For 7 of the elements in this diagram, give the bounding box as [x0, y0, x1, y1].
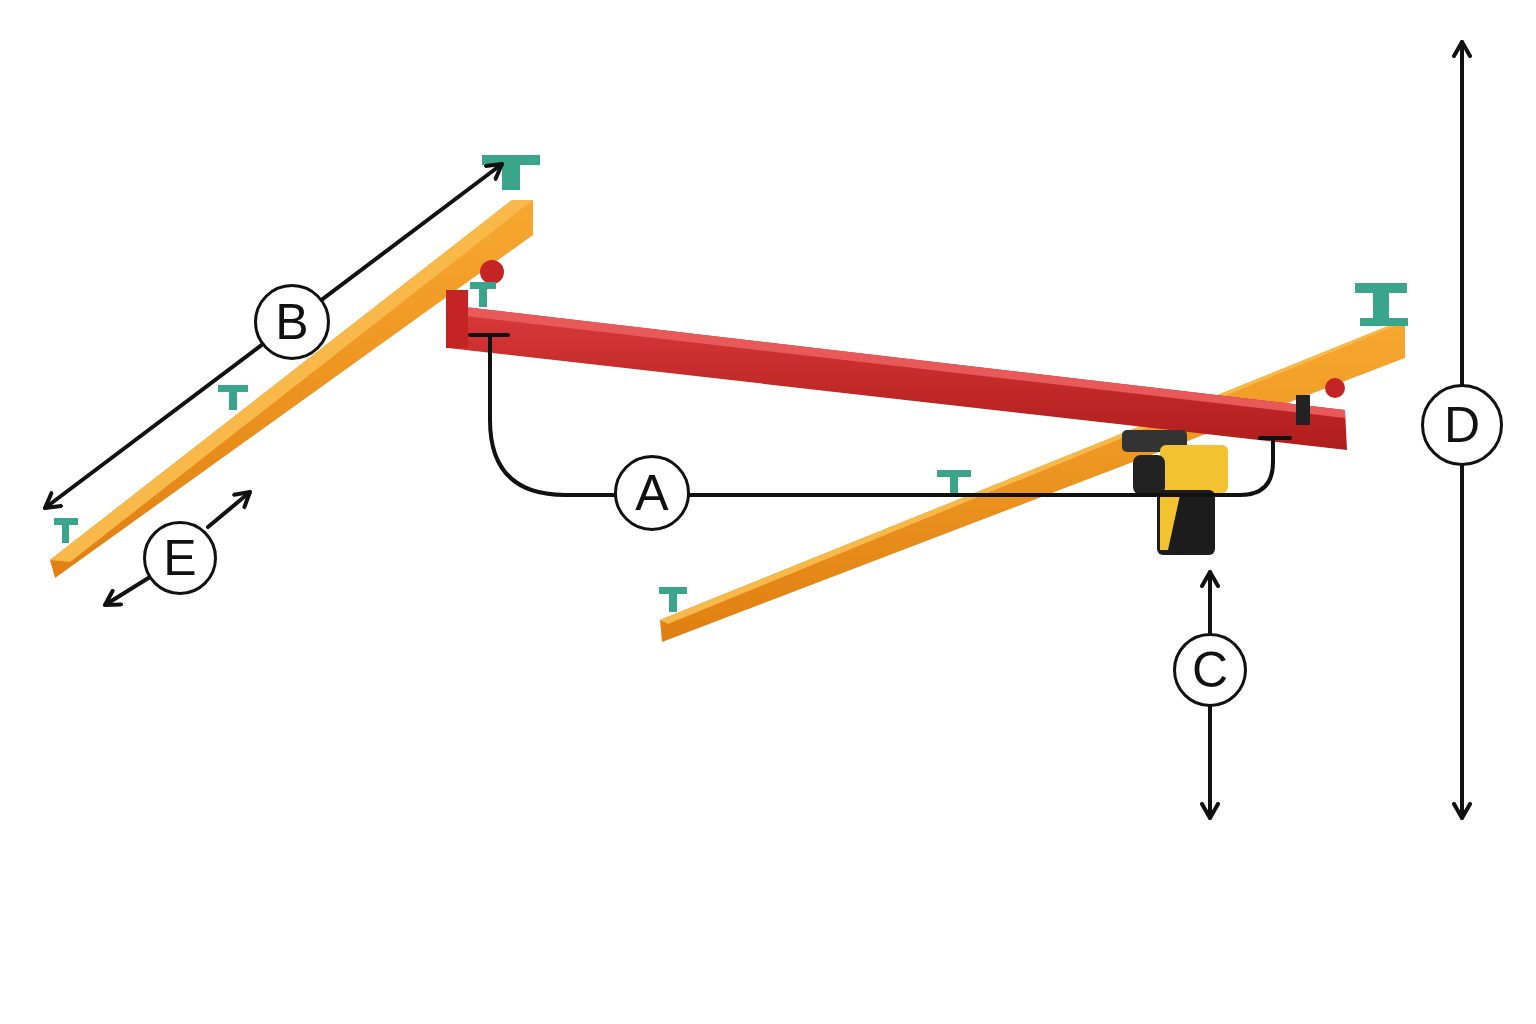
callout-circle	[143, 521, 217, 595]
callout-letter: D	[1443, 400, 1481, 450]
callout-circle	[254, 284, 330, 360]
callout-letter: C	[1191, 645, 1229, 695]
callout-letter: A	[635, 468, 669, 518]
callout-letter: B	[275, 297, 309, 347]
callout-letter: E	[163, 533, 197, 583]
